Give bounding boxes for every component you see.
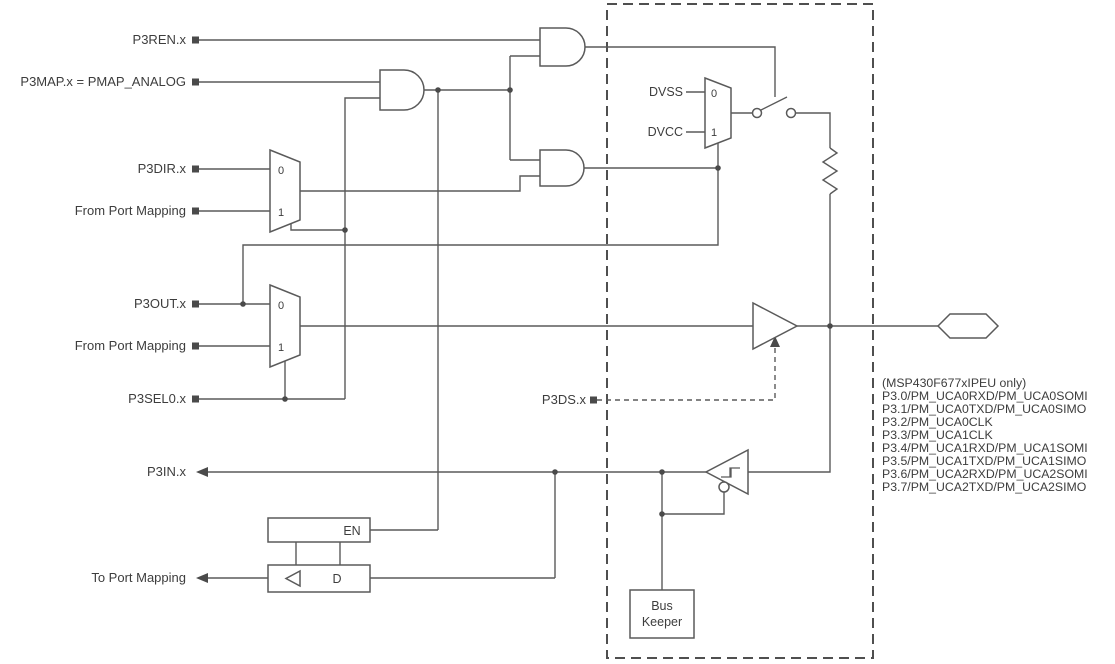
wire-pad-to-input-buffer [748,326,831,473]
wire-analog-bus [509,55,540,161]
and-gate-direction [539,149,585,187]
to-port-mapping-arrow [196,573,208,583]
pin-function-label: P3.3/PM_UCA1CLK [882,428,994,442]
junction-dot [659,511,665,517]
wire-p3ds-dashed [597,346,776,401]
pin-function-label: P3.0/PM_UCA0RXD/PM_UCA0SOMI [882,389,1088,403]
enable-bubble-icon [718,481,730,493]
pin-function-list: (MSP430F677xIPEU only) P3.0/PM_UCA0RXD/P… [882,376,1088,494]
junction-dot [507,87,513,93]
label-p3in: P3IN.x [147,464,187,479]
wire-switch-to-resistor [796,112,831,148]
mux-dir-label-1: 1 [278,207,284,219]
and-gate-analog [379,69,425,111]
mux-dir-label-0: 0 [278,165,284,177]
terminal-squares [192,36,597,404]
pull-switch [751,96,797,119]
label-bus-keeper-2: Keeper [642,615,682,629]
mux-pull-label-1: 1 [711,127,717,139]
mux-out-label-1: 1 [278,342,284,354]
pin-function-label: P3.6/PM_UCA2RXD/PM_UCA2SOMI [882,467,1088,481]
terminal-square-p3ds [590,396,597,404]
wire-pull-enable [585,46,776,97]
pin-function-label: P3.2/PM_UCA0CLK [882,415,994,429]
p3ds-arrow [770,336,780,347]
terminal-square-p3dir [192,165,199,173]
bus-keeper-box [629,589,695,639]
mux-output [269,283,301,369]
junction-dot [435,87,441,93]
junction-dot [827,323,833,329]
junction-dot [342,227,348,233]
wire-input-enable [662,492,725,515]
mux-direction [269,148,301,234]
pin-function-label: P3.7/PM_UCA2TXD/PM_UCA2SIMO [882,480,1086,494]
mux-pull-label-0: 0 [711,88,717,100]
label-bus-keeper-1: Bus [651,599,673,613]
label-p3out: P3OUT.x [134,296,187,311]
terminal-square-p3sel0 [192,395,199,403]
output-driver-buffer [752,301,799,351]
pull-resistor [821,147,839,195]
wire-pull-select [242,141,719,304]
label-dvss: DVSS [649,85,683,99]
terminal-square-p3out [192,300,199,308]
switch-contact-left [751,107,763,119]
pin-function-label: P3.4/PM_UCA1RXD/PM_UCA1SOMI [882,441,1088,455]
wire-d-latch-in [370,472,556,579]
en-latch-box [267,517,371,543]
label-to-port-mapping: To Port Mapping [91,570,186,585]
label-d: D [332,572,341,586]
clock-edge-icon [284,569,301,588]
label-from-port-mapping-out: From Port Mapping [75,338,186,353]
label-p3map: P3MAP.x = PMAP_ANALOG [20,74,186,89]
junction-dot [240,301,246,307]
junction-dot [715,165,721,171]
port-pad [936,313,1000,339]
wire-sel-to-analog-gate [344,97,380,399]
mux-pull-select [704,76,732,150]
and-gate-pull-enable [539,27,586,67]
pin-function-label: P3.1/PM_UCA0TXD/PM_UCA0SIMO [882,402,1086,416]
terminal-square-p3ren [192,36,199,44]
pin-function-label: P3.5/PM_UCA1TXD/PM_UCA1SIMO [882,454,1086,468]
wire-latch-enable [370,90,439,531]
wire-sel-to-dir-mux [290,224,345,231]
terminal-square-from-pm-out [192,342,199,350]
dashed-device-boundary [606,3,874,659]
label-en: EN [343,524,360,538]
junction-dot [552,469,558,475]
label-p3ds: P3DS.x [542,392,587,407]
schmitt-hysteresis-icon [721,467,740,478]
junction-dot [282,396,288,402]
terminal-square-p3map [192,78,199,86]
arrowheads [196,336,780,583]
label-p3ren: P3REN.x [133,32,187,47]
label-dvcc: DVCC [648,125,683,139]
pin-note: (MSP430F677xIPEU only) [882,376,1026,390]
switch-lever [760,96,788,111]
d-latch-box [267,564,371,593]
junction-dot [659,469,665,475]
wire-dir-mux-out [300,175,540,192]
mux-out-label-0: 0 [278,300,284,312]
label-p3dir: P3DIR.x [138,161,187,176]
junction-dots [240,87,833,517]
terminal-square-from-pm-dir [192,207,199,215]
wires [199,39,938,590]
label-p3sel0: P3SEL0.x [128,391,186,406]
label-from-port-mapping-dir: From Port Mapping [75,203,186,218]
p3in-arrow [196,467,208,477]
switch-contact-right [785,107,797,119]
latch-neck [295,542,341,565]
